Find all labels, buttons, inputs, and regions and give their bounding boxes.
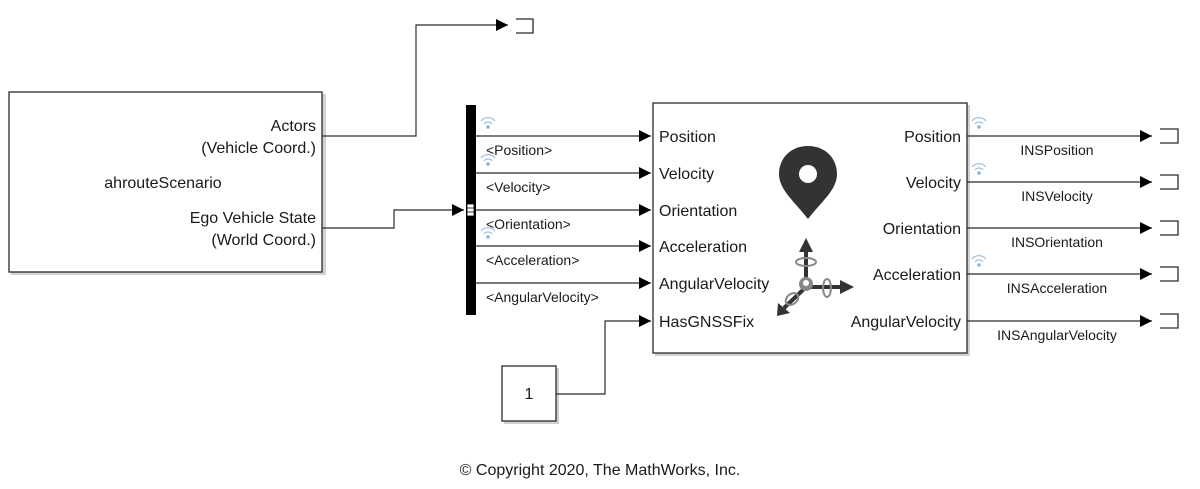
copyright-footer: © Copyright 2020, The MathWorks, Inc. bbox=[460, 462, 741, 479]
bus-signal-label: <Position> bbox=[486, 142, 552, 158]
ins-input-port-label: HasGNSSFix bbox=[659, 314, 754, 331]
ins-output-port-label: AngularVelocity bbox=[851, 314, 961, 331]
ego-port-label: Ego Vehicle State bbox=[190, 210, 316, 227]
terminator-block[interactable] bbox=[1160, 220, 1179, 236]
actors-wire[interactable] bbox=[322, 19, 508, 137]
bus-selector[interactable] bbox=[466, 105, 476, 315]
signal-logging-icon bbox=[971, 163, 987, 175]
output-signal-label: INSAcceleration bbox=[1007, 280, 1107, 296]
ins-input-port-label: AngularVelocity bbox=[659, 276, 769, 293]
ins-output-port-label: Orientation bbox=[883, 221, 961, 238]
hasgnssfix-wire[interactable] bbox=[556, 315, 651, 395]
terminator-block[interactable] bbox=[1160, 128, 1179, 144]
bus-signal-label: <Velocity> bbox=[486, 179, 551, 195]
ins-input-port-label: Velocity bbox=[659, 166, 714, 183]
output-signal-label: INSAngularVelocity bbox=[997, 327, 1117, 343]
signal-logging-icon bbox=[971, 255, 987, 267]
ins-input-port-label: Acceleration bbox=[659, 239, 747, 256]
bus-signal-label: <Orientation> bbox=[486, 216, 571, 232]
constant-value: 1 bbox=[525, 386, 534, 403]
output-signal-label: INSVelocity bbox=[1021, 188, 1093, 204]
actors-port-sublabel: (Vehicle Coord.) bbox=[201, 140, 316, 157]
signal-logging-icon bbox=[480, 227, 496, 239]
ego-port-sublabel: (World Coord.) bbox=[211, 232, 316, 249]
ins-output-port-label: Acceleration bbox=[873, 267, 961, 284]
actors-port-label: Actors bbox=[271, 118, 316, 135]
signal-logging-icon bbox=[971, 117, 987, 129]
map-pin-icon bbox=[779, 146, 837, 219]
scenario-block[interactable]: Actors (Vehicle Coord.) ahrouteScenario … bbox=[8, 91, 326, 275]
constant-block[interactable]: 1 bbox=[501, 365, 559, 424]
ins-input-port-label: Position bbox=[659, 129, 716, 146]
terminator-block[interactable] bbox=[1160, 174, 1179, 190]
signal-logging-icon bbox=[480, 154, 496, 166]
bus-signal-label: <Acceleration> bbox=[486, 252, 579, 268]
scenario-block-name: ahrouteScenario bbox=[104, 175, 222, 192]
ins-output-port-label: Position bbox=[904, 129, 961, 146]
bus-signal-label: <AngularVelocity> bbox=[486, 289, 599, 305]
ins-input-port-label: Orientation bbox=[659, 203, 737, 220]
ins-output-port-label: Velocity bbox=[906, 175, 961, 192]
terminator-block[interactable] bbox=[1160, 266, 1179, 282]
axes-rotation-icon bbox=[777, 238, 854, 316]
ego-state-wire[interactable] bbox=[322, 204, 464, 229]
output-signal-label: INSPosition bbox=[1020, 142, 1093, 158]
signal-logging-icon bbox=[480, 117, 496, 129]
terminator-block[interactable] bbox=[1160, 313, 1179, 329]
output-signal-label: INSOrientation bbox=[1011, 234, 1103, 250]
actors-terminator[interactable] bbox=[516, 18, 534, 34]
